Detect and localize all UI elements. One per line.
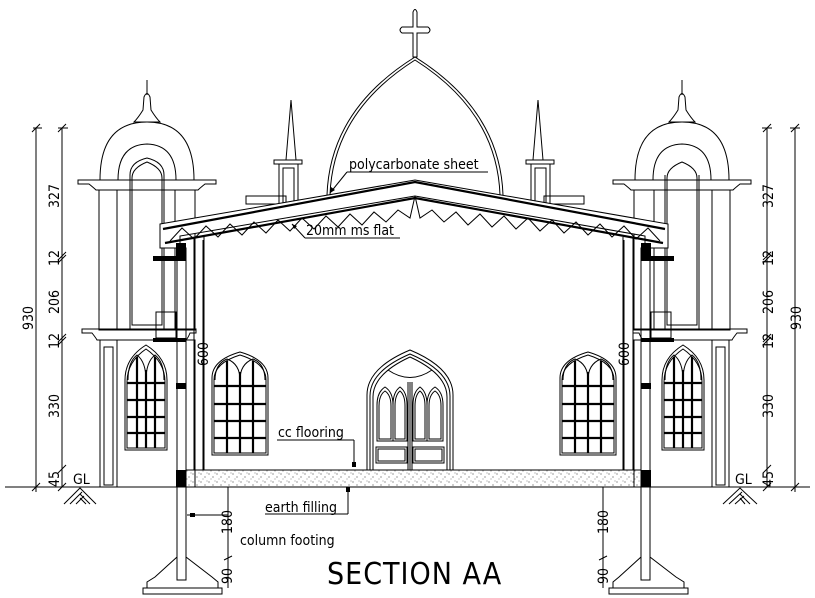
dim-left-total: 930: [21, 306, 37, 330]
left-small-spire: [245, 99, 303, 205]
dim-left-12-upper: 12: [47, 250, 63, 266]
interior-window-left: [211, 351, 269, 456]
main-door: [366, 349, 454, 470]
dim-left-330: 330: [47, 394, 63, 418]
dim-right-206: 206: [761, 290, 777, 314]
drawing-title: SECTION AA: [327, 557, 502, 592]
wall-height-dimensions: [202, 240, 625, 588]
central-dome: [326, 56, 504, 196]
label-column-footing: column footing: [240, 533, 335, 549]
dim-left-45: 45: [47, 471, 63, 487]
right-small-spire: [525, 99, 585, 205]
roof-truss: [159, 179, 669, 249]
dim-right-total: 930: [789, 306, 805, 330]
dim-left-327: 327: [47, 184, 63, 208]
dim-wall-left-600: 600: [196, 342, 212, 366]
dim-footing-left-180: 180: [220, 510, 236, 534]
left-tower: [77, 80, 217, 488]
left-footing: [142, 487, 223, 595]
dim-wall-right-600: 600: [617, 342, 633, 366]
dim-right-12-lower: 12: [761, 333, 777, 349]
dim-right-327: 327: [761, 184, 777, 208]
left-tower-window: [124, 344, 168, 451]
right-footing: [608, 487, 689, 595]
left-dimension-lines: [31, 123, 97, 505]
dim-right-12-upper: 12: [761, 250, 777, 266]
dim-footing-right-180: 180: [596, 510, 612, 534]
label-gl-left: GL: [73, 472, 90, 488]
label-gl-right: GL: [735, 472, 752, 488]
right-wall: [622, 237, 674, 581]
label-earth-filling: earth filling: [265, 500, 337, 516]
dim-left-206: 206: [47, 290, 63, 314]
label-ms-flat: 20mm ms flat: [306, 223, 394, 239]
dim-footing-right-90: 90: [596, 568, 612, 584]
right-dimension-lines: [722, 123, 800, 505]
dim-left-12-lower: 12: [47, 333, 63, 349]
dim-right-45: 45: [761, 471, 777, 487]
dim-right-330: 330: [761, 394, 777, 418]
dim-footing-left-90: 90: [220, 568, 236, 584]
right-tower: [612, 80, 752, 488]
floor-slab: [185, 469, 642, 488]
right-tower-window: [661, 344, 705, 451]
left-wall: [153, 237, 205, 581]
interior-window-right: [559, 351, 617, 456]
label-polycarbonate-sheet: polycarbonate sheet: [349, 157, 479, 173]
label-cc-flooring: cc flooring: [278, 425, 344, 441]
cross-icon: [399, 9, 431, 58]
